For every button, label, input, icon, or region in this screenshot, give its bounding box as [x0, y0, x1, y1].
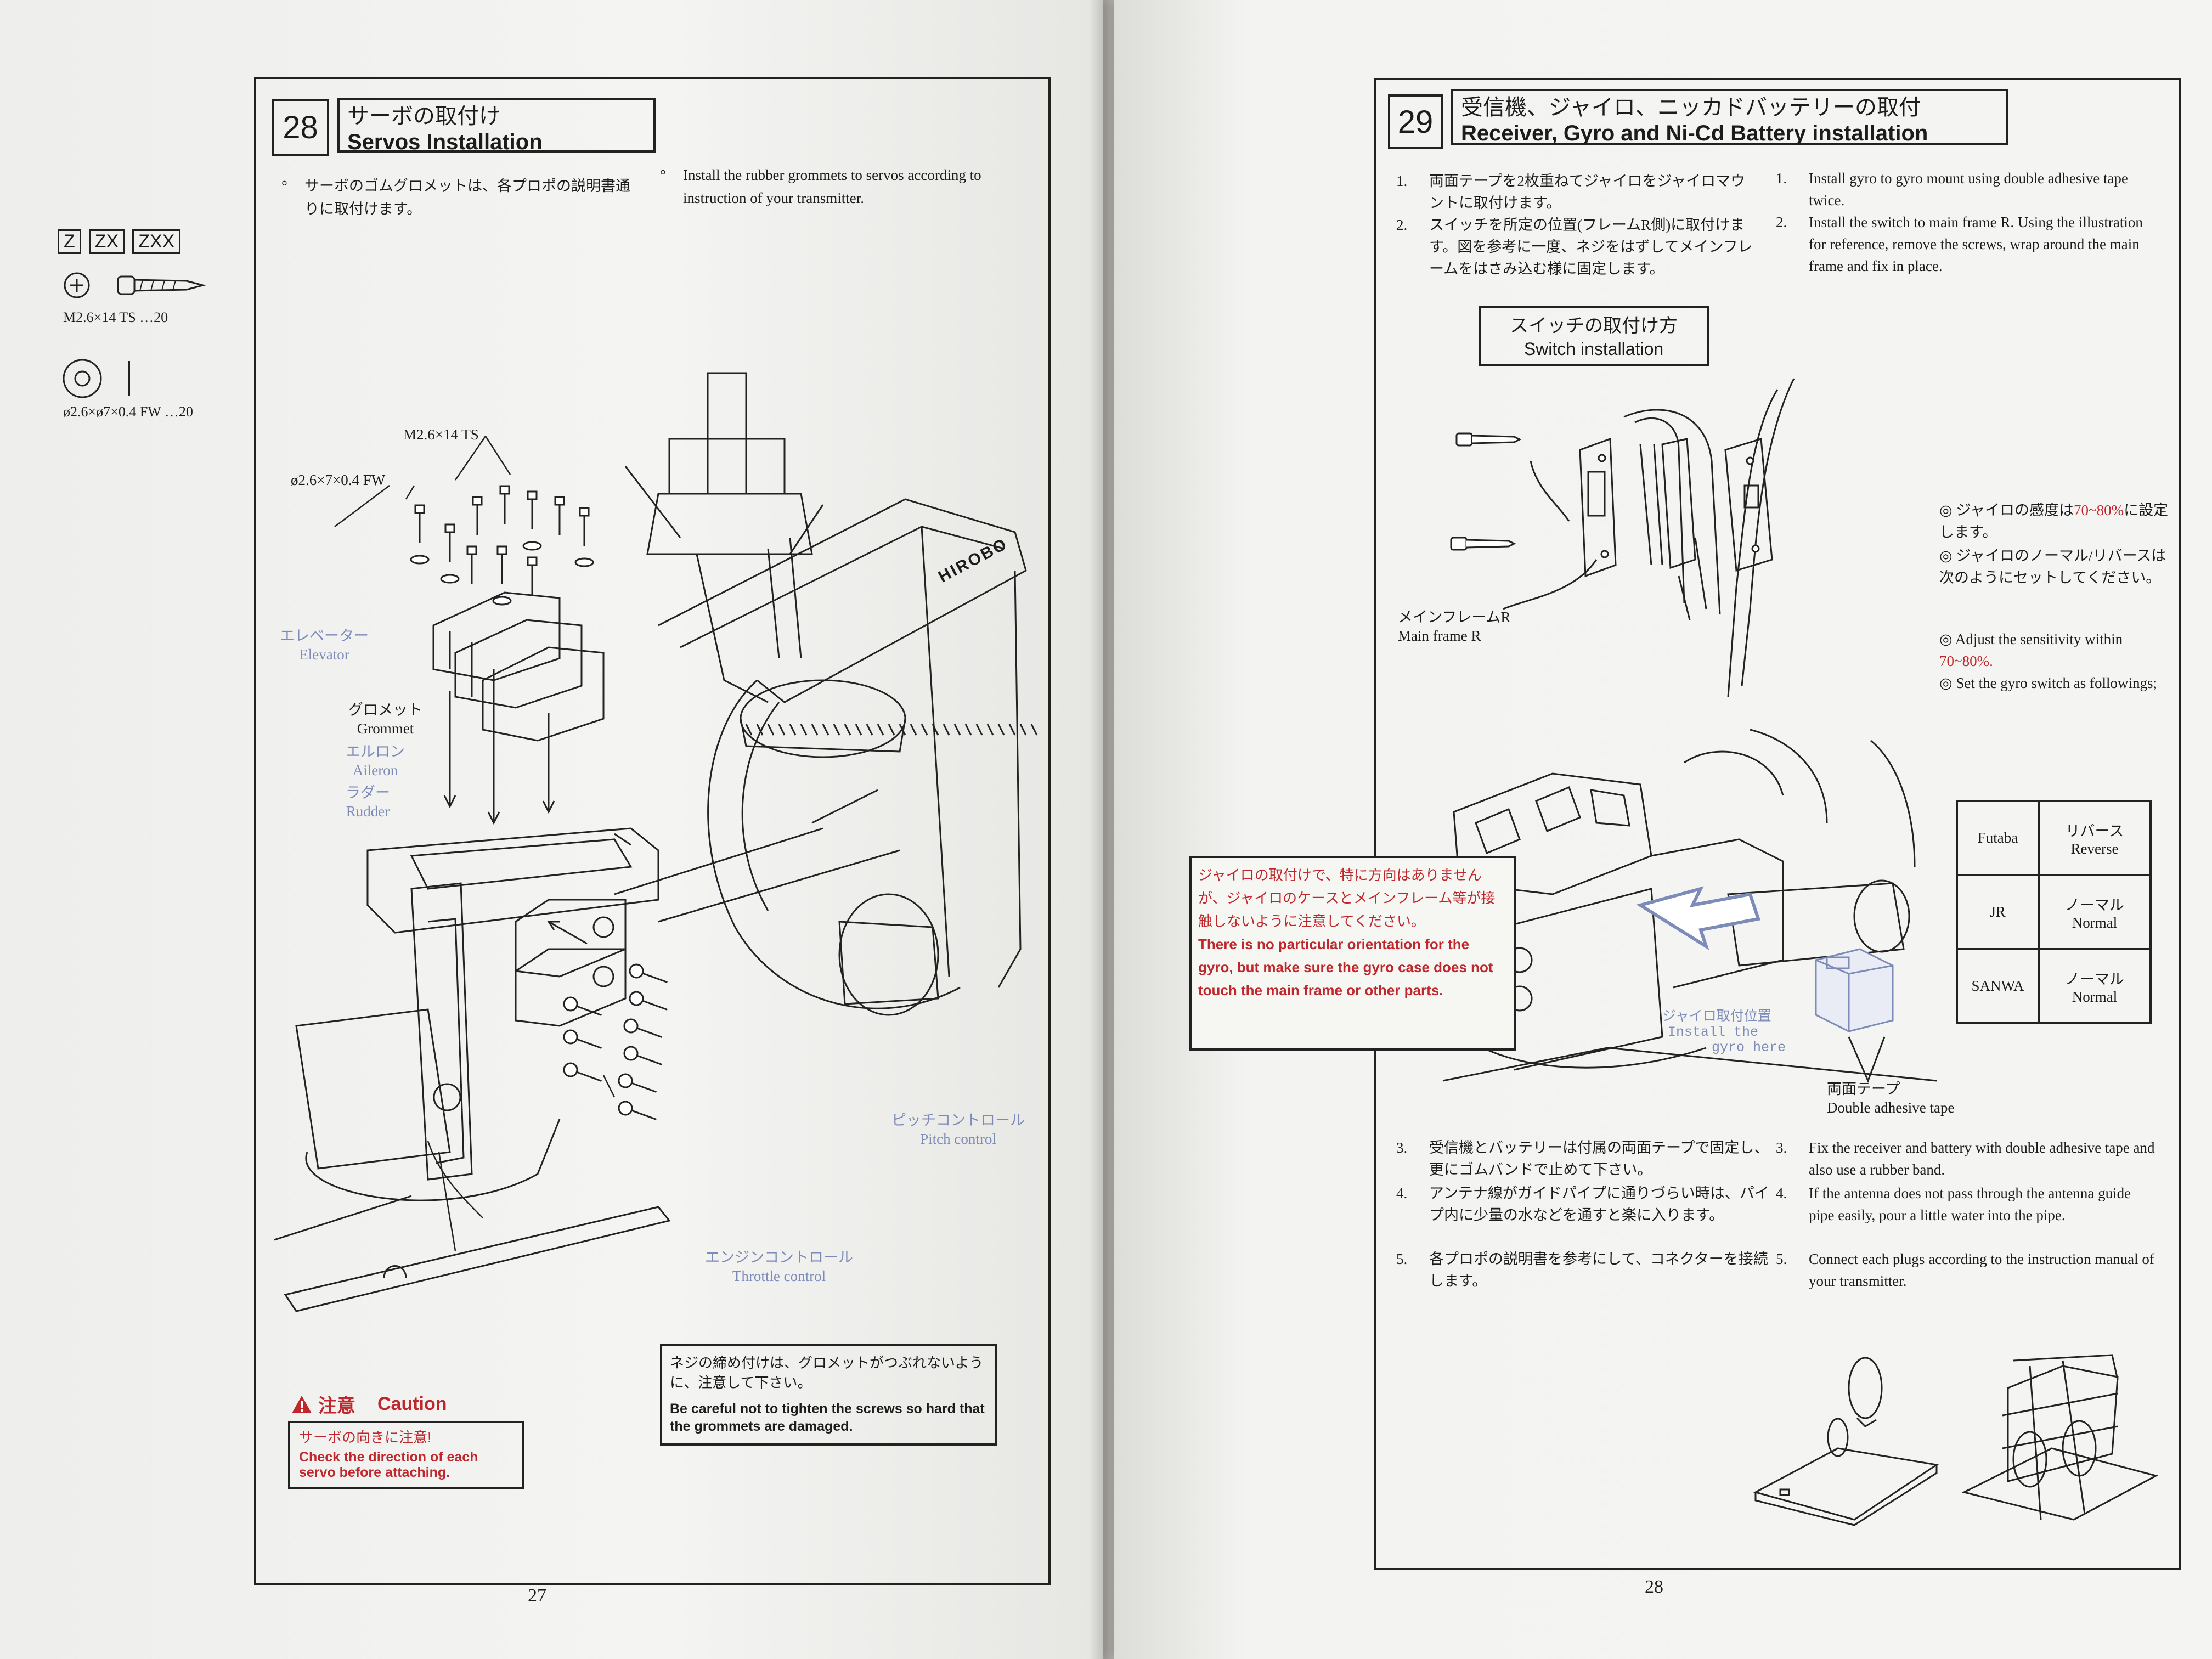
page-number-right: 28	[1645, 1577, 1663, 1597]
step-title-box-29: 受信機、ジャイロ、ニッカドバッテリーの取付 Receiver, Gyro and…	[1451, 89, 2008, 145]
receiver-battery-diagram	[1756, 1355, 2178, 1525]
caution-heading: 注意 Caution	[291, 1391, 447, 1418]
table-cell-brand: Futaba	[1956, 800, 2040, 876]
bullet-text-jp: ° サーボのゴムグロメットは、各プロポの説明書通りに取付けます。	[281, 178, 630, 217]
callout-main-frame-r: メインフレームR Main frame R	[1398, 609, 1511, 644]
right-page: 29 受信機、ジャイロ、ニッカドバッテリーの取付 Receiver, Gyro …	[1114, 0, 2212, 1659]
sensitivity-note-3: ◎ Adjust the sensitivity within 70~80%.	[1939, 631, 2123, 669]
bullet-text-en: ° Install the rubber grommets to servos …	[660, 167, 981, 206]
screw-icon	[60, 269, 208, 302]
step-title-jp: サーボの取付け	[347, 104, 501, 128]
step-title-en: Servos Installation	[347, 130, 543, 154]
callout-double-tape: 両面テープ Double adhesive tape	[1827, 1081, 1955, 1116]
left-page: 28 サーボの取付け Servos Installation ° サーボのゴムグ…	[0, 0, 1103, 1659]
gyro-orientation-note: ジャイロの取付けで、特に方向はありませんが、ジャイロのケースとメインフレーム等が…	[1189, 856, 1516, 1051]
part-label-washer: ø2.6×ø7×0.4 FW …20	[63, 404, 193, 420]
washer-icon	[60, 357, 143, 400]
right-page-frame	[1374, 78, 2181, 1570]
tighten-note-box: ネジの締め付けは、グロメットがつぶれないように、注意して下さい。 Be care…	[660, 1344, 997, 1446]
step-title-jp-29: 受信機、ジャイロ、ニッカドバッテリーの取付	[1461, 95, 1921, 120]
sensitivity-note-4: ◎ Set the gyro switch as followings;	[1939, 675, 2158, 691]
callout-aileron: エルロン Aileron	[346, 743, 405, 778]
callout-throttle-control: エンジンコントロール Throttle control	[705, 1249, 853, 1284]
servo-installation-diagram	[274, 373, 1042, 1317]
left-page-frame	[254, 77, 1051, 1585]
step-title-en-29: Receiver, Gyro and Ni-Cd Battery install…	[1461, 121, 1928, 145]
switch-installation-box: スイッチの取付け方 Switch installation	[1479, 306, 1709, 366]
model-tags: Z ZX ZXX	[58, 229, 181, 254]
gyro-install-position: ジャイロ取付位置 Install the gyro here	[1662, 1009, 1786, 1056]
table-cell-brand: JR	[1956, 874, 2040, 950]
callout-rudder: ラダー Rudder	[346, 785, 390, 820]
warning-icon	[292, 1395, 312, 1413]
sensitivity-note-1: ◎ ジャイロの感度は70~80%に設定します。	[1939, 502, 2169, 540]
gyro-position-arrow-icon	[1640, 889, 1758, 946]
step-number-28: 28	[272, 99, 329, 156]
callout-grommet: グロメット Grommet	[348, 702, 422, 737]
part-label-screw: M2.6×14 TS …20	[63, 309, 168, 325]
sensitivity-note-2: ◎ ジャイロのノーマル/リバースは次のようにセットしてください。	[1939, 548, 2166, 586]
model-tag-zx: ZX	[88, 229, 125, 254]
gyro-mount-diagram	[1443, 730, 1948, 1103]
model-tag-zxx: ZXX	[132, 229, 181, 254]
model-tag-z: Z	[58, 229, 81, 254]
switch-installation-diagram	[1421, 379, 1805, 702]
table-cell-brand: SANWA	[1956, 948, 2040, 1024]
step-title-box: サーボの取付け Servos Installation	[337, 98, 656, 154]
callout-pitch-control: ピッチコントロール Pitch control	[891, 1112, 1025, 1147]
caution-box: サーボの向きに注意! Check the direction of each s…	[288, 1421, 524, 1489]
step-number-29: 29	[1388, 94, 1443, 149]
page-number-left: 27	[528, 1585, 546, 1606]
callout-screw: M2.6×14 TS	[403, 426, 479, 443]
callout-washer: ø2.6×7×0.4 FW	[291, 472, 386, 488]
callout-elevator: エレベーター Elevator	[280, 628, 369, 663]
